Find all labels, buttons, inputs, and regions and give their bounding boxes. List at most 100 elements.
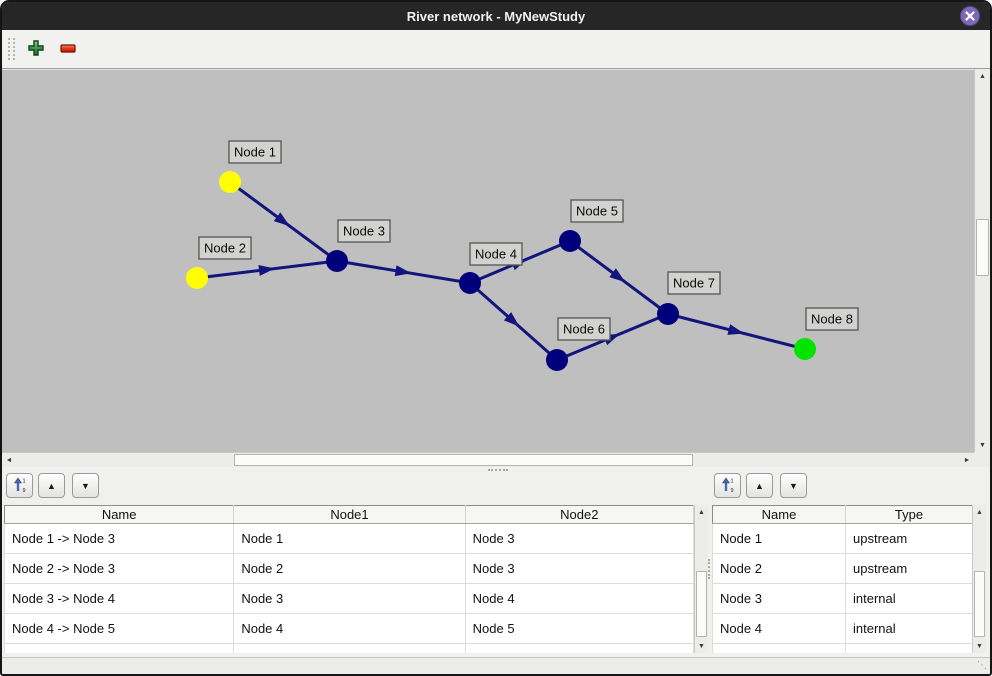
column-header[interactable]: Name (712, 505, 846, 524)
table-cell[interactable]: Node 1 (712, 523, 846, 554)
branches-move-down-button[interactable]: ▼ (72, 473, 99, 498)
node-label: Node 3 (343, 224, 385, 239)
canvas-vscroll-thumb[interactable] (976, 219, 989, 276)
table-cell[interactable]: Node 3 (464, 553, 694, 584)
column-header[interactable]: Node1 (233, 505, 466, 524)
arrow-up-icon: ▲ (755, 480, 764, 491)
table-row[interactable] (4, 643, 694, 653)
splitter-handle-vertical[interactable] (708, 559, 711, 579)
flow-arrow-icon (503, 312, 520, 327)
arrow-up-icon: ▲ (47, 480, 56, 491)
column-header[interactable]: Type (845, 505, 972, 524)
table-cell[interactable]: Node 3 (464, 523, 694, 554)
add-icon (27, 39, 45, 60)
table-cell[interactable]: Node 1 (233, 523, 466, 554)
main-toolbar (2, 30, 990, 69)
scroll-right-icon[interactable]: ► (963, 456, 971, 464)
scrollbar-corner (974, 452, 990, 467)
svg-text:1: 1 (730, 478, 733, 484)
column-header[interactable]: Node2 (465, 505, 694, 524)
resize-grip[interactable]: ⋱ (977, 660, 987, 671)
table-row[interactable] (712, 643, 972, 653)
network-node[interactable] (459, 272, 481, 294)
table-cell[interactable]: Node 4 (464, 583, 694, 614)
table-cell[interactable]: Node 1 -> Node 3 (4, 523, 235, 554)
table-cell[interactable] (464, 643, 694, 653)
table-cell[interactable] (845, 643, 972, 653)
scroll-down-icon[interactable]: ▼ (698, 642, 705, 650)
window-title: River network - MyNewStudy (406, 8, 586, 24)
scroll-up-icon[interactable]: ▲ (979, 72, 986, 80)
nodes-sort-button[interactable]: 1 9 (714, 473, 741, 498)
status-bar: ⋱ (2, 657, 990, 674)
table-cell[interactable]: Node 5 (464, 613, 694, 644)
table-cell[interactable]: Node 4 (712, 613, 846, 644)
table-cell[interactable] (4, 643, 235, 653)
branches-scroll-track[interactable] (695, 519, 708, 639)
network-node[interactable] (219, 171, 241, 193)
svg-text:1: 1 (22, 478, 25, 484)
scroll-up-icon[interactable]: ▲ (698, 508, 705, 516)
branches-scroll-thumb[interactable] (696, 571, 707, 637)
column-header[interactable]: Name (4, 505, 235, 524)
network-node[interactable] (186, 267, 208, 289)
sort-icon: 1 9 (720, 476, 736, 495)
scroll-down-icon[interactable]: ▼ (976, 642, 983, 650)
title-bar[interactable]: River network - MyNewStudy (2, 2, 990, 30)
remove-icon (59, 39, 77, 60)
branches-move-up-button[interactable]: ▲ (38, 473, 65, 498)
table-cell[interactable]: Node 2 (712, 553, 846, 584)
nodes-move-down-button[interactable]: ▼ (780, 473, 807, 498)
network-node[interactable] (794, 338, 816, 360)
node-label: Node 8 (811, 312, 853, 327)
network-node[interactable] (326, 250, 348, 272)
node-label: Node 6 (563, 322, 605, 337)
splitter-handle-horizontal[interactable] (488, 469, 508, 472)
remove-node-button[interactable] (55, 36, 81, 62)
table-cell[interactable]: Node 4 -> Node 5 (4, 613, 235, 644)
canvas-vscroll-track[interactable] (975, 83, 990, 438)
table-cell[interactable]: Node 2 -> Node 3 (4, 553, 235, 584)
close-button[interactable] (960, 6, 980, 26)
nodes-scroll-thumb[interactable] (974, 571, 985, 637)
node-label-box (805, 307, 859, 331)
table-cell[interactable]: Node 4 (233, 613, 466, 644)
flow-arrow-icon (609, 268, 626, 283)
nodes-move-up-button[interactable]: ▲ (746, 473, 773, 498)
arrow-down-icon: ▼ (81, 480, 90, 491)
canvas-hscroll-track[interactable] (16, 453, 960, 467)
add-node-button[interactable] (23, 36, 49, 62)
toolbar-drag-handle[interactable] (8, 38, 15, 60)
scroll-up-icon[interactable]: ▲ (976, 508, 983, 516)
table-cell[interactable]: Node 3 -> Node 4 (4, 583, 235, 614)
node-label: Node 4 (475, 247, 517, 262)
canvas-hscroll-thumb[interactable] (234, 454, 693, 466)
scroll-down-icon[interactable]: ▼ (979, 441, 986, 449)
branches-sort-button[interactable]: 1 9 (6, 473, 33, 498)
table-cell[interactable]: Node 3 (712, 583, 846, 614)
table-cell[interactable]: Node 3 (233, 583, 466, 614)
table-cell[interactable]: upstream (845, 553, 972, 584)
network-node[interactable] (657, 303, 679, 325)
table-cell[interactable]: upstream (845, 523, 972, 554)
scroll-left-icon[interactable]: ◄ (5, 456, 13, 464)
network-node[interactable] (546, 349, 568, 371)
table-cell[interactable]: internal (845, 583, 972, 614)
table-cell[interactable] (233, 643, 466, 653)
nodes-table-scrollbar: ▲ ▼ (972, 505, 986, 653)
network-node[interactable] (559, 230, 581, 252)
table-cell[interactable]: Node 2 (233, 553, 466, 584)
table-cell[interactable]: internal (845, 613, 972, 644)
table-cell[interactable] (712, 643, 846, 653)
nodes-scroll-track[interactable] (973, 519, 986, 639)
